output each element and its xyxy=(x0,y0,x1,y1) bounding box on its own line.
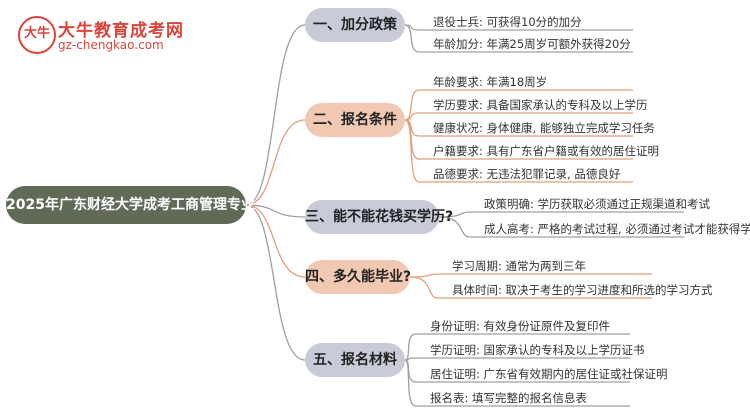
branch-node: 二、报名条件 xyxy=(305,103,405,137)
connector xyxy=(245,204,306,278)
connector xyxy=(404,333,630,361)
leaf-item: 学习周期: 通常为两到三年 xyxy=(452,259,587,273)
connector xyxy=(409,273,652,278)
branch-node: 四、多久能毕业? xyxy=(305,260,411,294)
root-node: 2025年广东财经大学成考工商管理专业 xyxy=(6,186,255,224)
leaf-item: 具体时间: 取决于考生的学习进度和所选的学习方式 xyxy=(452,283,713,297)
logo-url: gz-chengkao.com xyxy=(58,38,164,52)
leaf-item: 健康状况: 身体健康, 能够独立完成学习任务 xyxy=(433,121,655,135)
leaf-item: 政策明确: 学历获取必须通过正规渠道和考试 xyxy=(484,197,711,211)
leaf-item: 户籍要求: 具有广东省户籍或有效的居住证明 xyxy=(433,144,660,158)
leaf-item: 居住证明: 广东省有效期内的居住证或社保证明 xyxy=(430,367,668,381)
leaf-item: 年龄加分: 年满25周岁可额外获得20分 xyxy=(433,37,631,51)
leaf-item: 品德要求: 无违法犯罪记录, 品德良好 xyxy=(433,167,621,181)
connector xyxy=(245,119,306,206)
connector xyxy=(245,204,306,361)
connector xyxy=(404,119,633,183)
connector xyxy=(404,359,630,407)
leaf-item: 成人高考: 严格的考试过程, 必须通过考试才能获得学历证书 xyxy=(484,222,750,236)
leaf-item: 报名表: 填写完整的报名信息表 xyxy=(430,391,588,405)
branch-node: 一、加分政策 xyxy=(305,8,405,42)
leaf-item: 退役士兵: 可获得10分的加分 xyxy=(433,15,582,29)
connector xyxy=(404,112,633,121)
connector xyxy=(404,357,630,361)
leaf-item: 身份证明: 有效身份证原件及复印件 xyxy=(430,319,611,333)
connector xyxy=(438,216,684,238)
connector xyxy=(245,24,306,206)
branch-node: 三、能不能花钱买学历? xyxy=(305,200,453,234)
connector xyxy=(409,276,652,299)
logo-mark-icon: 大牛 xyxy=(18,16,56,54)
leaf-item: 年龄要求: 年满18周岁 xyxy=(433,75,548,89)
connector xyxy=(404,89,633,121)
leaf-item: 学历证明: 国家承认的专科及以上学历证书 xyxy=(430,343,645,357)
connector xyxy=(438,211,684,218)
connector xyxy=(404,24,633,53)
leaf-item: 学历要求: 具备国家承认的专科及以上学历 xyxy=(433,98,648,112)
brand-logo: 大牛 大牛教育成考网 gz-chengkao.com xyxy=(18,16,183,56)
logo-name: 大牛教育成考网 xyxy=(58,21,184,41)
branch-node: 五、报名材料 xyxy=(305,343,405,377)
connector xyxy=(245,204,306,218)
